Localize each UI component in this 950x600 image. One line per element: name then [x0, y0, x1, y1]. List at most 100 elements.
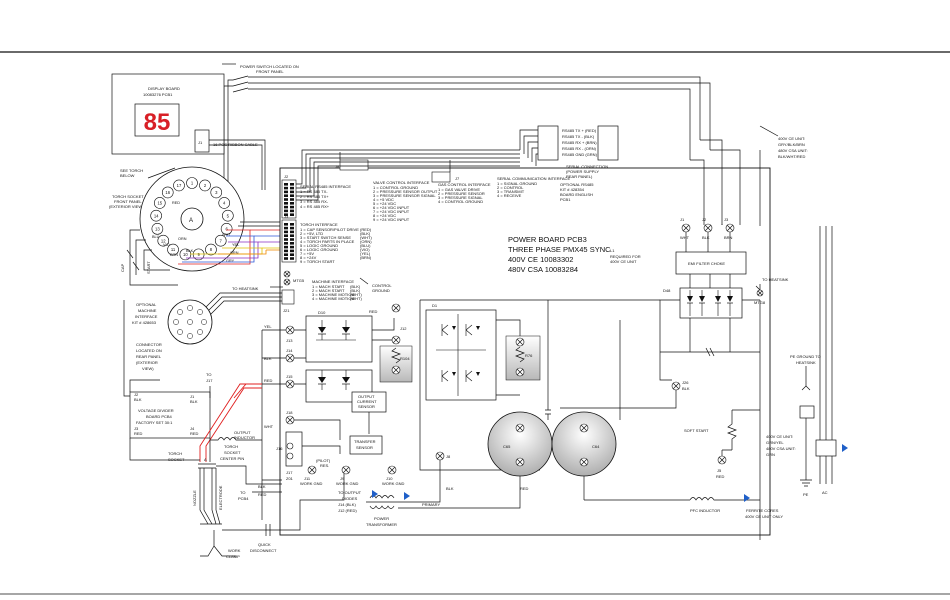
igbt [441, 370, 449, 382]
connector-pin [284, 238, 288, 241]
connector-pin [284, 202, 288, 205]
torch-pin-number: 13 [155, 226, 160, 231]
svg-text:J17: J17 [286, 470, 293, 475]
j12-r104: J12 R104 [372, 326, 413, 383]
svg-text:3 = RS 485 RX-: 3 = RS 485 RX- [300, 199, 329, 204]
svg-text:4 = CONTROL GROUND: 4 = CONTROL GROUND [438, 199, 483, 204]
torch-pin [218, 197, 231, 209]
mtg8-heatsink: TO HEATSINK MTG8 [754, 277, 789, 305]
input-terminals: J1 WHT J2 BLK J3 BRN [680, 217, 735, 252]
connector-pin [284, 186, 288, 190]
ribbon-cable: 16 POS RIBBON CABLE [209, 139, 266, 190]
svg-text:J3: J3 [284, 214, 289, 219]
torch-wire-color: GRY [226, 259, 235, 263]
svg-text:J3: J3 [134, 426, 139, 431]
svg-text:J8: J8 [446, 454, 451, 459]
svg-text:RS485 TX - (BLK): RS485 TX - (BLK) [562, 134, 595, 139]
display-digits: 85 [144, 109, 171, 136]
svg-text:THREE PHASE PMX45 SYNC: THREE PHASE PMX45 SYNC [508, 245, 611, 254]
svg-text:FRONT PANEL: FRONT PANEL [256, 69, 284, 74]
svg-text:AC: AC [822, 490, 828, 495]
svg-text:9 = TORCH START: 9 = TORCH START [300, 259, 335, 264]
svg-text:RS485 RX + (BRN): RS485 RX + (BRN) [562, 140, 597, 145]
work-clamp: WORK CLAMP QUICK DISCONNECT [200, 474, 345, 559]
svg-text:R104: R104 [400, 356, 410, 361]
svg-text:(YEL): (YEL) [360, 251, 371, 256]
output-current-sensor: OUTPUT CURRENT SENSOR [351, 391, 387, 434]
connector-pin [284, 190, 288, 194]
freewheel-diode [452, 326, 456, 330]
torch-wire-color: BRN [170, 253, 178, 257]
svg-text:TO HEATSINK: TO HEATSINK [762, 277, 789, 282]
connector-pin [290, 183, 294, 186]
torch-wire-color: RED [172, 201, 180, 205]
svg-text:TORCH: TORCH [168, 451, 182, 456]
diode [318, 377, 326, 383]
svg-text:NOZZLE: NOZZLE [192, 490, 197, 506]
svg-text:SERIAL CONNECTION: SERIAL CONNECTION [566, 164, 608, 169]
svg-text:5 = +24 VDC: 5 = +24 VDC [373, 201, 396, 206]
svg-text:4 = TORCH PARTS IN PLACE: 4 = TORCH PARTS IN PLACE [300, 239, 355, 244]
torch-pin-number: 2 [204, 183, 207, 188]
svg-text:BLK: BLK [190, 399, 198, 404]
svg-text:BOARD ENGLISH: BOARD ENGLISH [560, 192, 593, 197]
svg-text:PCB4: PCB4 [238, 496, 249, 501]
torch-pin-number: 10 [183, 252, 188, 257]
svg-text:TO OUTPUT: TO OUTPUT [338, 490, 362, 495]
svg-text:8 = +24 VDC: 8 = +24 VDC [373, 213, 396, 218]
svg-text:SENSOR: SENSOR [358, 404, 375, 409]
torch-socket-bottom: TORCH SOCKET A TORCH SOCKET CENTER PIN [168, 444, 244, 469]
svg-text:A: A [204, 457, 207, 462]
torch-pin [205, 243, 217, 256]
svg-text:9 = +24 VDC INPUT: 9 = +24 VDC INPUT [373, 217, 410, 222]
svg-text:TRANSFORMER: TRANSFORMER [366, 522, 397, 527]
torch-pin [214, 234, 227, 247]
svg-text:1 = CONTROL GROUND: 1 = CONTROL GROUND [373, 185, 418, 190]
svg-text:GRY/BLK/BRN: GRY/BLK/BRN [778, 142, 805, 147]
svg-text:480V CSA 10083284: 480V CSA 10083284 [508, 265, 578, 274]
svg-text:TO HEATSINK: TO HEATSINK [232, 286, 259, 291]
svg-text:CENTER PIN: CENTER PIN [220, 456, 244, 461]
svg-text:J1: J1 [190, 394, 195, 399]
connector-pin [290, 186, 294, 190]
machine-pin [173, 319, 179, 325]
connector-pin [284, 242, 288, 245]
power-transformer: PRIMARY POWER TRANSFORMER TO OUTPUT DIOD… [338, 484, 521, 527]
svg-text:4 = +5 VDC: 4 = +5 VDC [373, 197, 394, 202]
svg-text:Z01: Z01 [286, 476, 294, 481]
svg-text:(BLU): (BLU) [360, 243, 371, 248]
svg-text:RED: RED [264, 378, 273, 383]
svg-text:3 = PRESSURE SIGNAL: 3 = PRESSURE SIGNAL [438, 195, 483, 200]
svg-text:J18: J18 [286, 410, 293, 415]
diode [715, 296, 721, 302]
torch-pin-number: 8 [210, 247, 213, 252]
diode [699, 296, 705, 302]
connector-pin [290, 226, 294, 230]
svg-text:(POWER SUPPLY: (POWER SUPPLY [566, 169, 599, 174]
svg-text:(ORN): (ORN) [360, 239, 372, 244]
transfer-sensor: TRANSFER SENSOR [349, 435, 383, 455]
svg-text:PE GROUND TO: PE GROUND TO [790, 354, 821, 359]
svg-text:J17: J17 [206, 378, 213, 383]
connector-pin [284, 257, 288, 260]
connector-pin [284, 249, 288, 253]
svg-text:1 = SIGNAL GROUND: 1 = SIGNAL GROUND [497, 181, 537, 186]
svg-text:SERIAL RS485 INTERFACE: SERIAL RS485 INTERFACE [300, 184, 351, 189]
svg-text:3 = TRANSMIT: 3 = TRANSMIT [497, 189, 525, 194]
connector-pin [284, 205, 288, 209]
torch-pin [210, 186, 223, 199]
torch-wire-color: ORN [178, 237, 187, 241]
voltage-divider-board: J2 BLK J1 BLK VOLTAGE DIVIDER BOARD PCB4… [123, 300, 213, 439]
j8-terminal: J8 BLK RED [435, 451, 529, 491]
svg-text:TORCH: TORCH [224, 444, 238, 449]
svg-text:16 POS RIBBON CABLE: 16 POS RIBBON CABLE [213, 142, 258, 147]
torch-pin-number: 12 [161, 238, 166, 243]
svg-text:400V CE UNIT:: 400V CE UNIT: [778, 136, 805, 141]
svg-text:RS485 TX + (RED): RS485 TX + (RED) [562, 128, 597, 133]
machine-pin [197, 329, 203, 335]
connector-pin [284, 194, 288, 197]
connector-pin [290, 230, 294, 234]
torch-pin [150, 209, 162, 222]
svg-text:A: A [189, 218, 193, 224]
svg-text:OPTIONAL RS485: OPTIONAL RS485 [560, 182, 594, 187]
